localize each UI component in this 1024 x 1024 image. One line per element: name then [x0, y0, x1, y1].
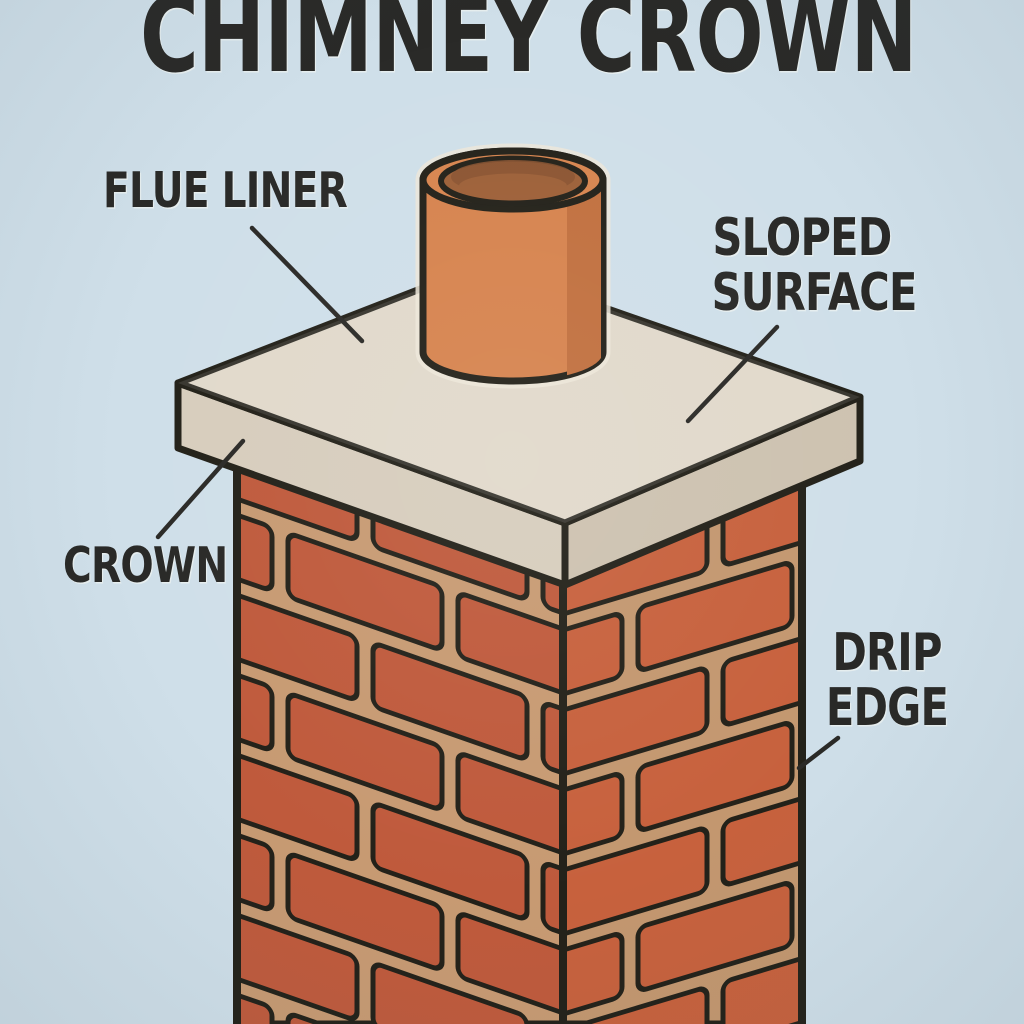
- brick: [563, 666, 710, 778]
- brick: [893, 725, 1024, 835]
- label-sloped-surface-line2: SURFACE: [711, 263, 918, 323]
- brick: [0, 94, 102, 212]
- diagram-title: CHIMNEY CROWN: [140, 0, 917, 96]
- brick: [893, 405, 1024, 515]
- brick: [237, 633, 275, 752]
- label-sloped-surface: SLOPED SURFACE: [711, 208, 918, 323]
- brick: [0, 254, 102, 372]
- brick: [237, 473, 275, 592]
- brick: [237, 903, 360, 1021]
- brick: [370, 962, 530, 1024]
- brick: [285, 852, 445, 971]
- brick: [563, 612, 625, 723]
- brick: [978, 299, 1024, 409]
- brick: [455, 592, 563, 711]
- brick: [33, 684, 187, 802]
- brick: [808, 830, 962, 940]
- brick: [978, 459, 1024, 569]
- brick: [978, 939, 1024, 1024]
- leader-line-drip-edge: [796, 735, 841, 771]
- brick: [455, 752, 563, 871]
- leader-line-sloped-surface: [685, 324, 780, 424]
- brick: [635, 881, 795, 992]
- brick: [0, 624, 17, 742]
- brick: [635, 721, 795, 832]
- brick: [893, 885, 1024, 995]
- brick: [540, 862, 563, 980]
- label-flue-liner: FLUE LINER: [103, 162, 348, 219]
- brick: [285, 692, 445, 811]
- brick: [33, 364, 187, 482]
- brick: [237, 743, 360, 861]
- label-drip-edge-line1: DRIP: [832, 623, 942, 683]
- brick: [978, 139, 1024, 249]
- brick: [563, 986, 710, 1024]
- brick: [33, 204, 187, 322]
- leader-line-crown: [155, 438, 246, 540]
- flue-opening-floor: [459, 173, 567, 199]
- brick: [563, 932, 625, 1024]
- brick: [808, 990, 962, 1024]
- brick: [0, 304, 17, 422]
- brick: [978, 779, 1024, 889]
- brick: [540, 702, 563, 820]
- leader-line-flue-liner: [249, 225, 365, 344]
- brick: [563, 826, 710, 938]
- label-drip-edge-line2: EDGE: [825, 678, 949, 738]
- brick: [370, 802, 530, 921]
- brick: [0, 464, 17, 582]
- brick: [563, 772, 625, 883]
- brick: [455, 912, 563, 1024]
- brick: [237, 583, 360, 701]
- brick: [0, 414, 102, 532]
- brick: [808, 510, 962, 620]
- brick: [0, 784, 17, 902]
- label-crown: CROWN: [63, 537, 228, 594]
- brick: [0, 734, 102, 852]
- brick: [978, 619, 1024, 729]
- label-sloped-surface-line1: SLOPED: [712, 208, 893, 268]
- brick: [0, 894, 102, 1012]
- brick: [370, 642, 530, 761]
- brick: [33, 844, 187, 962]
- label-drip-edge: DRIP EDGE: [797, 626, 978, 736]
- brick: [237, 793, 275, 912]
- brick: [0, 144, 17, 262]
- brick: [635, 561, 795, 672]
- brick: [285, 532, 445, 651]
